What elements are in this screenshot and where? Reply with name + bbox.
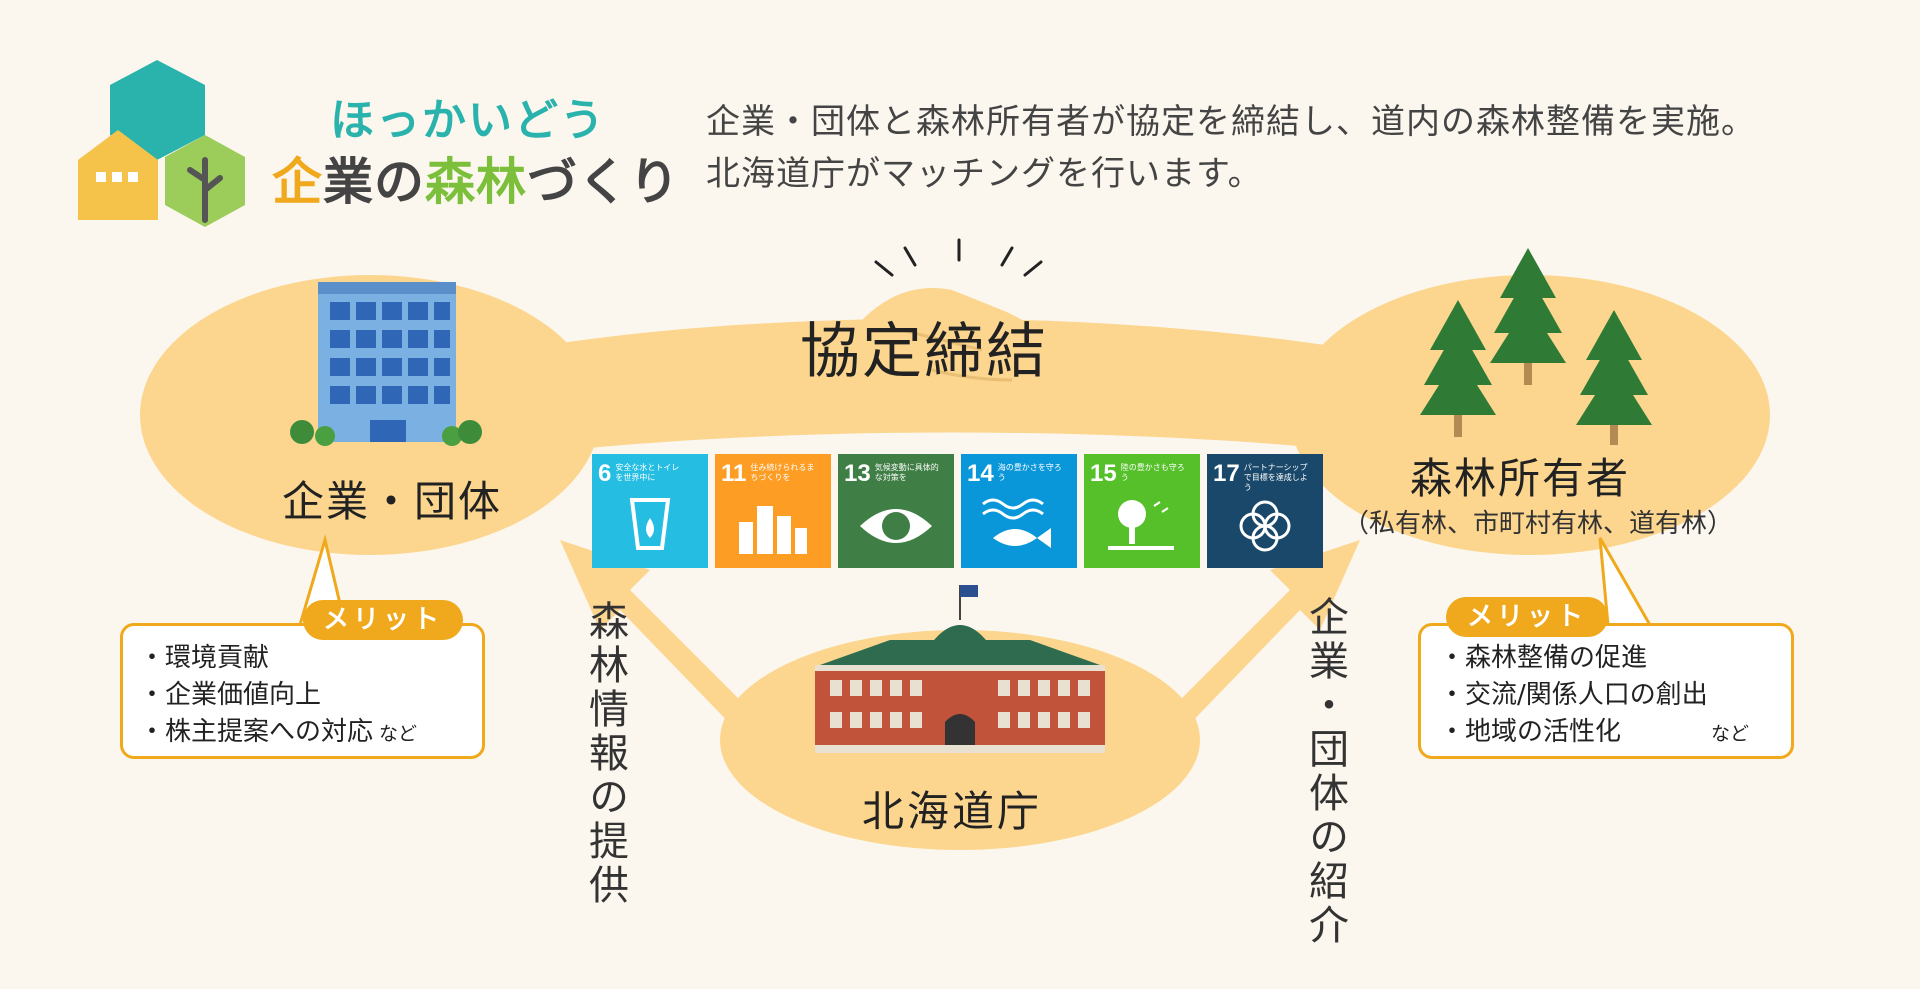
agreement-label: 協定締結 (800, 317, 1048, 387)
government-building-icon (815, 585, 1105, 753)
sdg-number: 15 (1090, 460, 1117, 487)
sdg-number: 17 (1213, 460, 1240, 487)
sdg-text: 住み続けられるまちづくりを (750, 463, 815, 482)
merit-item: ・交流/関係人口の創出 (1439, 680, 1708, 710)
merit-suffix: など (1711, 723, 1750, 745)
intro-line-2: 北海道庁がマッチングを行います。 (706, 154, 1263, 194)
office-building-icon (290, 282, 482, 446)
logo-chars-green: 森林 (425, 153, 527, 211)
sdg-number: 14 (967, 460, 994, 487)
water-drop-icon (629, 498, 671, 550)
merit-item: ・環境貢献 (139, 643, 270, 673)
sdg-text: パートナーシップで目標を達成しよう (1243, 463, 1308, 492)
merit-item: ・企業価値向上 (139, 680, 322, 710)
forest-owner-note: （私有林、市町村有林、道有林） (1343, 509, 1734, 539)
fish-icon (982, 498, 1051, 548)
merit-box-owner: ・森林整備の促進 ・交流/関係人口の創出 ・地域の活性化 など (1418, 623, 1794, 759)
sdg-text: 気候変動に具体的な対策を (874, 463, 939, 482)
sdg-number: 6 (598, 460, 612, 487)
eye-globe-icon (860, 509, 932, 543)
arrow-to-owner (1140, 540, 1360, 765)
sdg-text: 安全な水とトイレを世界中に (615, 463, 680, 482)
merit-tag-company: メリット (303, 600, 463, 640)
city-icon (739, 506, 807, 554)
logo-line-1: ほっかいどう (330, 95, 606, 146)
rings-icon (1239, 500, 1291, 552)
merit-suffix: など (379, 723, 418, 745)
handshake-icon (862, 288, 1052, 411)
merit-item: ・森林整備の促進 (1439, 643, 1648, 673)
merit-item: ・株主提案への対応など (139, 714, 466, 753)
forest-owner-label: 森林所有者 (1410, 454, 1631, 503)
logo-line-2: 企業の森林づくり (272, 142, 680, 214)
sdg-text: 陸の豊かさも守ろう (1120, 463, 1185, 482)
owner-blob (1290, 275, 1770, 555)
merit-box-company: ・環境貢献 ・企業価値向上 ・株主提案への対応など (120, 623, 485, 759)
forest-trees-icon (1420, 248, 1652, 445)
forest-info-label: 森林情報の提供 (582, 600, 628, 908)
logo-chars-gray: 業の (323, 153, 425, 211)
sdg-number: 11 (721, 460, 747, 487)
company-label: 企業・団体 (282, 477, 503, 526)
sdg-text: 海の豊かさを守ろう (997, 463, 1062, 482)
arrow-to-company (560, 540, 780, 765)
company-intro-label: 企業・団体の紹介 (1302, 596, 1348, 948)
merit-item: ・地域の活性化 など (1437, 714, 1775, 753)
logo-chars-gray-2: づくり (527, 153, 680, 211)
merit-item-text: ・株主提案への対応 (139, 717, 374, 747)
sdg-number: 13 (844, 460, 871, 487)
government-label: 北海道庁 (862, 787, 1043, 836)
spark-lines (874, 238, 1043, 277)
merit-tag-owner: メリット (1446, 597, 1608, 637)
logo-mark-icon (78, 60, 245, 227)
intro-text: 企業・団体と森林所有者が協定を締結し、道内の森林整備を実施。 北海道庁がマッチン… (706, 96, 1756, 200)
intro-line-1: 企業・団体と森林所有者が協定を締結し、道内の森林整備を実施。 (706, 102, 1756, 142)
logo-char-orange: 企 (272, 153, 323, 211)
tree-icon (1108, 500, 1174, 550)
merit-item-text: ・地域の活性化 (1439, 717, 1622, 747)
